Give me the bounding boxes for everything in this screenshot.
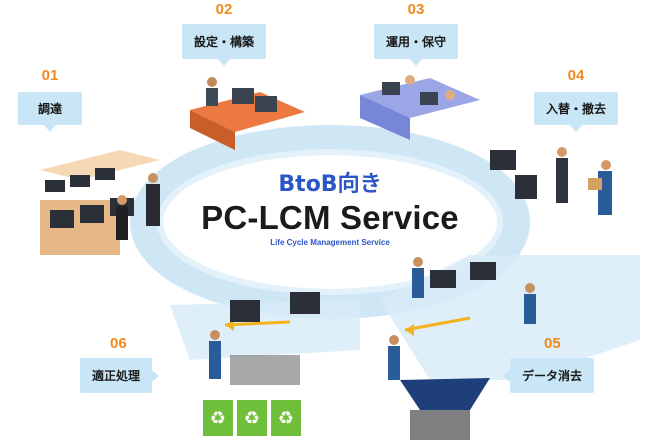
svg-text:♻: ♻: [244, 408, 260, 429]
recycle-icon: [203, 400, 233, 436]
step-number: 05: [544, 335, 561, 352]
step-number: 06: [110, 335, 127, 352]
step-06: 06 適正処理: [80, 335, 160, 393]
step-05: 05 データ消去: [502, 335, 595, 393]
step-number: 04: [567, 67, 585, 84]
recycle-icon: [271, 400, 301, 436]
step-label: 調達: [18, 92, 83, 132]
step-label: 適正処理: [80, 358, 160, 393]
btob-heading: BtoB向き: [278, 172, 382, 197]
recycle-icon: [237, 400, 267, 436]
step-label: 入替・撤去: [534, 92, 619, 132]
recycle-bins: ♻ ♻ ♻: [203, 400, 301, 436]
step-number: 03: [407, 1, 425, 18]
step-03: 03 運用・保守: [374, 1, 459, 66]
maintenance-scene: [360, 75, 480, 140]
disposal-floor: [170, 300, 360, 360]
service-title: PC-LCM Service: [201, 199, 459, 236]
step-label: 設定・構築: [182, 24, 267, 66]
step-04: 04 入替・撤去: [534, 67, 619, 132]
step-01: 01 調達: [18, 67, 83, 132]
replacement-scene: [490, 147, 612, 215]
erasure-scene: [388, 257, 536, 440]
service-subtitle: Life Cycle Management Service: [270, 238, 390, 247]
disposal-scene: [209, 292, 320, 385]
center-title-block: BtoB向き PC-LCM Service Life Cycle Managem…: [200, 172, 460, 248]
svg-text:♻: ♻: [210, 408, 226, 429]
step-label: データ消去: [502, 358, 595, 393]
configuration-scene: [190, 77, 305, 150]
step-label: 運用・保守: [374, 24, 459, 66]
procurement-scene: [40, 150, 160, 255]
shredder-funnel: [400, 378, 490, 410]
step-number: 01: [41, 67, 59, 84]
step-number: 02: [215, 1, 233, 18]
arrow-icon: [224, 316, 471, 336]
step-02: 02 設定・構築: [182, 1, 267, 66]
svg-text:♻: ♻: [278, 408, 294, 429]
